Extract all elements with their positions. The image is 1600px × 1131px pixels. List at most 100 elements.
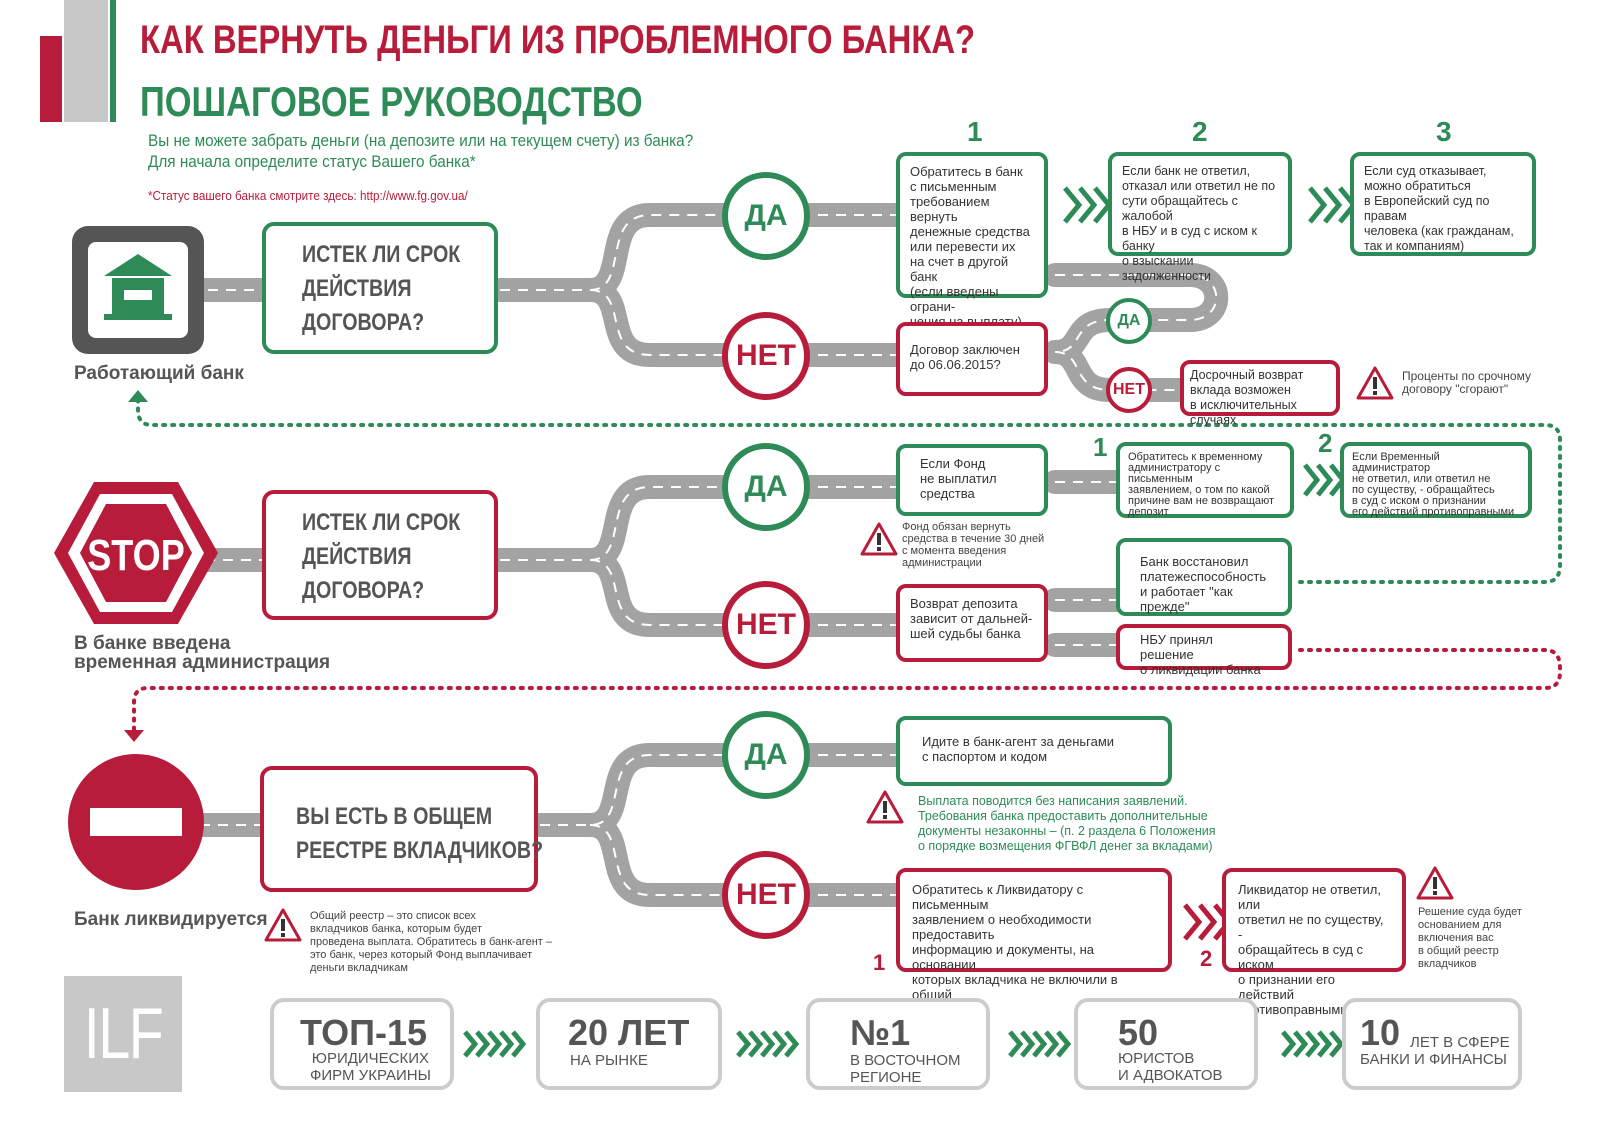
text-line: в общий реестр <box>1418 945 1499 957</box>
text-line: средства в течение 30 дней <box>902 533 1045 545</box>
stat-label-line: РЕГИОНЕ <box>850 1069 922 1086</box>
liquidator-step2-box: Ликвидатор не ответил, или ответил не по… <box>1222 868 1406 1017</box>
text-line: деньги вкладчикам <box>310 962 408 974</box>
text-line: до 06.06.2015? <box>910 357 1001 372</box>
text-line: платежеспособность <box>1140 569 1267 584</box>
stat-label: ЮРИДИЧЕСКИХ ФИРМ УКРАИНЫ <box>310 1050 431 1084</box>
stat-label: ЮРИСТОВ И АДВОКАТОВ <box>1118 1050 1223 1084</box>
stat-card-20years: 20 ЛЕТ НА РЫНКЕ <box>536 998 722 1090</box>
step-number-1: 1 <box>967 116 983 147</box>
step2-box: Если банк не ответил, отказал или ответи… <box>1108 152 1292 283</box>
stat-card-top15: ТОП-15 ЮРИДИЧЕСКИХ ФИРМ УКРАИНЫ <box>270 998 454 1090</box>
stat-card-10years: 10 ЛЕТ В СФЕРЕ БАНКИ И ФИНАНСЫ <box>1342 998 1522 1090</box>
text-line: Возврат депозита <box>910 596 1018 611</box>
text-line: в исключительных случаях <box>1190 398 1297 427</box>
bank-restored-box: Банк восстановил платежеспособность и ра… <box>1116 538 1292 616</box>
question-box-contract-expired-2: ИСТЕК ЛИ СРОК ДЕЙСТВИЯ ДОГОВОРА? <box>262 490 498 620</box>
text-line: его действий противоправными <box>1352 506 1515 518</box>
text-line: это банк, через который Фонд выплачивает <box>310 949 533 961</box>
text-line: на счет в другой банк <box>910 254 1009 284</box>
text-line: требованием вернуть <box>910 194 990 224</box>
warning-icon <box>1356 366 1394 400</box>
text-line: вклада возможен <box>1190 383 1291 397</box>
stat-label: ЛЕТ В СФЕРЕ БАНКИ И ФИНАНСЫ <box>1360 1034 1510 1068</box>
stat-label: В ВОСТОЧНОМ РЕГИОНЕ <box>850 1052 961 1086</box>
text-line: Если суд отказывает, <box>1364 164 1487 178</box>
text-line: зависит от дальней- <box>910 611 1033 626</box>
stop-sign-text: STOP <box>87 531 185 580</box>
step-number-2: 2 <box>1200 946 1213 971</box>
no-entry-sign-icon <box>68 754 204 890</box>
page-title: КАК ВЕРНУТЬ ДЕНЬГИ ИЗ ПРОБЛЕМНОГО БАНКА? <box>140 18 976 62</box>
step-number-2: 2 <box>1318 428 1333 458</box>
text-line: и работает "как прежде" <box>1140 584 1233 614</box>
text-line: Если Временный администратор <box>1352 451 1440 474</box>
text-line: можно обратиться <box>1364 179 1471 193</box>
text-line: средства <box>920 486 975 501</box>
warning-icon <box>1416 866 1454 900</box>
text-line: заявлением о необходимости предоставить <box>912 912 1092 942</box>
question-line: ДЕЙСТВИЯ <box>302 275 412 302</box>
stat-value: №1 <box>850 1012 911 1053</box>
logo-text: ILF <box>83 994 164 1074</box>
no-circle-2: НЕТ <box>722 581 810 669</box>
text-line: Досрочный возврат <box>1190 368 1304 382</box>
step1-box: Обратитесь в банк с письменным требовани… <box>896 152 1048 329</box>
text-line: отказал или ответил не по <box>1122 179 1276 193</box>
text-line: Банк восстановил <box>1140 554 1249 569</box>
question-line: ИСТЕК ЛИ СРОК <box>302 509 461 536</box>
question-line: РЕЕСТРЕ ВКЛАДЧИКОВ? <box>296 837 544 864</box>
stat-value: 20 ЛЕТ <box>568 1012 690 1053</box>
court-note-text: Решение суда будет основанием для включе… <box>1418 906 1522 971</box>
intro-line-1: Вы не можете забрать деньги (на депозите… <box>148 131 694 150</box>
text-line: Если Фонд <box>920 456 986 471</box>
header-bar-gray <box>64 0 108 122</box>
page-subtitle: ПОШАГОВОЕ РУКОВОДСТВО <box>140 78 643 125</box>
temp-admin-step1-box: Обратитесь к временному администратору с… <box>1116 442 1294 518</box>
stat-label: НА РЫНКЕ <box>570 1052 648 1069</box>
text-line: с момента введения <box>902 545 1007 557</box>
question-line: ВЫ ЕСТЬ В ОБЩЕМ <box>296 803 493 830</box>
question-line: ДЕЙСТВИЯ <box>302 543 412 570</box>
working-bank-caption: Работающий банк <box>74 363 244 384</box>
text-line: о порядке возмещения ФГВФЛ денег за вкла… <box>918 839 1213 853</box>
header-bar-green <box>110 0 116 122</box>
status-note: *Статус вашего банка смотрите здесь: htt… <box>148 188 468 203</box>
ilf-logo: ILF <box>64 976 182 1092</box>
deposit-return-box: Возврат депозита зависит от дальней- шей… <box>896 584 1048 662</box>
text-line: сути обращайтесь с жалобой <box>1122 194 1238 223</box>
text-line: по существу, - обращайтесь <box>1352 484 1495 496</box>
text-line: о взыскании задолженности <box>1122 254 1211 283</box>
text-line: НБУ принял решение <box>1140 632 1213 662</box>
text-line: документы незаконны – (п. 2 раздела 6 По… <box>918 824 1216 838</box>
text-line: шей судьбы банка <box>910 626 1021 641</box>
go-agent-box: Идите в банк-агент за деньгами с паспорт… <box>896 716 1172 786</box>
text-line: Идите в банк-агент за деньгами <box>922 734 1115 749</box>
text-line: депозит <box>1128 506 1169 518</box>
stat-label-line: ФИРМ УКРАИНЫ <box>310 1067 431 1084</box>
text-line: договору "сгорают" <box>1402 382 1509 396</box>
yes-circle-2: ДА <box>722 443 810 531</box>
text-line: информацию и документы, на основании <box>912 942 1094 972</box>
stop-sign-icon: STOP <box>54 482 218 624</box>
text-line: с паспортом и кодом <box>922 749 1048 764</box>
liquidation-decision-box: НБУ принял решение о ликвидации банка <box>1116 624 1292 677</box>
stat-label-line: И АДВОКАТОВ <box>1118 1067 1223 1084</box>
contract-date-box: Договор заключен до 06.06.2015? <box>896 322 1048 396</box>
sub-yes-circle: ДА <box>1106 298 1152 344</box>
text-line: Обратитесь к Ликвидатору с письменным <box>912 882 1084 912</box>
text-line: денежные средства <box>910 224 1030 239</box>
text-line: Требования банка предоставить дополнител… <box>918 809 1208 823</box>
question-line: ИСТЕК ЛИ СРОК <box>302 241 461 268</box>
text-line: включения вас <box>1418 932 1494 944</box>
stat-card-no1: №1 В ВОСТОЧНОМ РЕГИОНЕ <box>806 998 990 1090</box>
text-line: о признании его действий <box>1238 972 1335 1002</box>
text-line: Общий реестр – это список всех <box>310 910 476 922</box>
text-line: в Европейский суд по правам <box>1364 194 1490 223</box>
text-line: ответил не по существу, - <box>1238 912 1384 942</box>
text-line: Договор заключен <box>910 342 1020 357</box>
text-line: в НБУ и в суд с иском к банку <box>1122 224 1257 253</box>
text-line: администрации <box>902 557 982 569</box>
stat-label-line: ЮРИСТОВ <box>1118 1050 1195 1067</box>
text-line: Выплата поводится без написания заявлени… <box>918 794 1188 808</box>
